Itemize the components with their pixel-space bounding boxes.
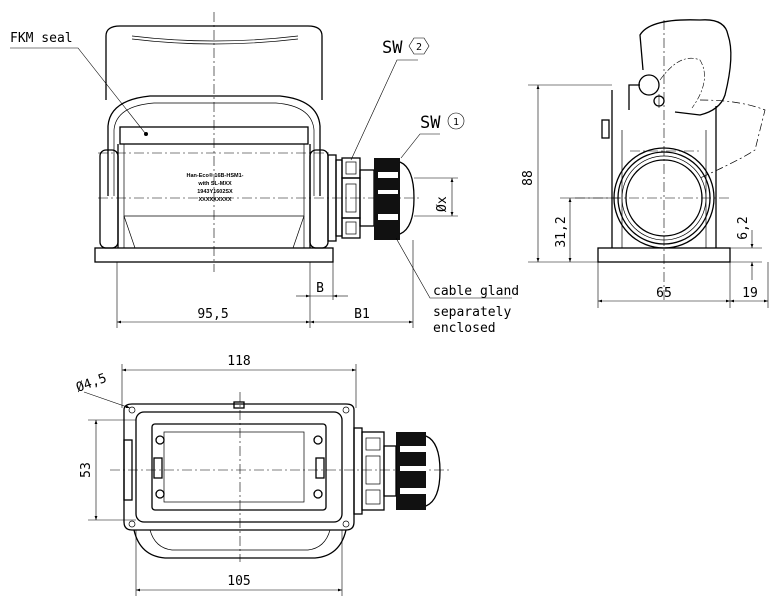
cable-gland-note: enclosed bbox=[433, 321, 496, 336]
sw1-circle-marker bbox=[447, 112, 465, 130]
cable-gland bbox=[327, 154, 415, 242]
housing-print-line: Han-Eco® 16B-HSM1- bbox=[187, 172, 244, 179]
dim-53: 53 bbox=[79, 462, 94, 478]
dim-b: B bbox=[316, 281, 324, 296]
dim-105: 105 bbox=[227, 574, 250, 589]
sw2-number: 2 bbox=[416, 42, 422, 53]
sw1-number: 1 bbox=[453, 117, 459, 128]
housing-print-line: XXXXXXXXX bbox=[198, 197, 231, 203]
cable-gland-note: separately bbox=[433, 305, 511, 320]
housing-print-line: with SL-MXX bbox=[197, 181, 232, 187]
top-view: 118 Ø4,5 53 105 bbox=[74, 354, 450, 596]
dim-31-2: 31,2 bbox=[554, 216, 569, 247]
front-view: Han-Eco® 16B-HSM1- with SL-MXX 1943Y1602… bbox=[10, 12, 519, 336]
housing-print-line: 1943Y1602SX bbox=[197, 189, 233, 195]
fkm-seal-label: FKM seal bbox=[10, 31, 73, 46]
diameter-x-label: Øx bbox=[435, 196, 450, 212]
side-view: 88 31,2 6,2 65 19 bbox=[521, 19, 769, 308]
dim-95-5: 95,5 bbox=[197, 307, 228, 322]
dim-19: 19 bbox=[742, 286, 758, 301]
sw2-label: SW bbox=[382, 38, 403, 58]
cable-gland-note: cable gland bbox=[433, 284, 519, 299]
dim-118: 118 bbox=[227, 354, 250, 369]
sw2-hex-marker bbox=[408, 37, 430, 55]
dim-6-2: 6,2 bbox=[736, 216, 751, 239]
dim-hole-diameter: Ø4,5 bbox=[74, 371, 109, 396]
housing-print: Han-Eco® 16B-HSM1- with SL-MXX 1943Y1602… bbox=[187, 172, 244, 203]
dim-b1: B1 bbox=[354, 307, 370, 322]
dim-65: 65 bbox=[656, 286, 672, 301]
dim-88: 88 bbox=[521, 170, 536, 186]
sw1-label: SW bbox=[420, 113, 441, 133]
